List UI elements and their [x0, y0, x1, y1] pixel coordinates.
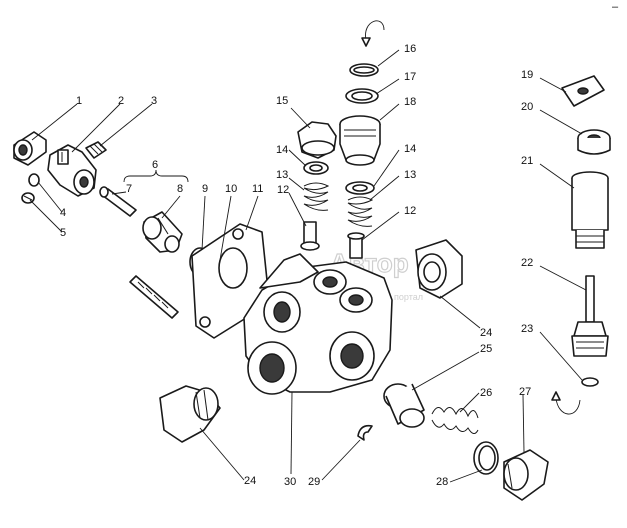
- rotation-arrow-bottom-icon: [551, 391, 581, 415]
- label-23: 23: [521, 323, 533, 335]
- callout-labels: 1 2 3 4 5 6 7 8 9 10 11 12 12 13 13 14 1…: [60, 43, 533, 488]
- label-17: 17: [404, 71, 416, 83]
- leader-lines: [29, 49, 587, 483]
- label-18: 18: [404, 96, 416, 108]
- label-7: 7: [126, 183, 132, 195]
- rotation-arrow-top-icon: [361, 20, 385, 47]
- label-26: 26: [480, 387, 492, 399]
- part-21-cover: [571, 171, 609, 249]
- label-5: 5: [60, 227, 66, 239]
- label-19: 19: [521, 69, 533, 81]
- part-14-washer-right: [345, 181, 375, 195]
- label-1: 1: [76, 95, 82, 107]
- part-14-washer-left: [303, 161, 329, 175]
- part-20-nut: [577, 129, 611, 155]
- label-22: 22: [521, 257, 533, 269]
- part-30-housing: [243, 253, 393, 395]
- part-29-circlip: [357, 424, 373, 441]
- part-22-stem: [573, 275, 607, 337]
- label-12-right: 12: [404, 205, 416, 217]
- label-16: 16: [404, 43, 416, 55]
- label-4: 4: [60, 207, 66, 219]
- label-3: 3: [151, 95, 157, 107]
- label-6: 6: [152, 159, 158, 171]
- part-16-snap-ring: [349, 63, 379, 77]
- part-13-spring-left: [303, 182, 330, 211]
- part-13-spring-right: [347, 196, 374, 227]
- part-12-valve-right: [347, 232, 365, 259]
- part-8-plunger: [142, 211, 183, 253]
- label-24-right: 24: [480, 327, 492, 339]
- label-29: 29: [308, 476, 320, 488]
- part-5-screw: [21, 192, 35, 204]
- label-14-left: 14: [276, 144, 288, 156]
- label-30: 30: [284, 476, 296, 488]
- label-13-right: 13: [404, 169, 416, 181]
- part-18-valve-seat: [339, 115, 381, 166]
- corner-mark: –: [612, 1, 619, 13]
- part-26-spring: [431, 407, 479, 434]
- part-24-plug-right: [415, 239, 463, 299]
- label-14-right: 14: [404, 143, 416, 155]
- part-2-lever: [47, 144, 97, 197]
- label-27: 27: [519, 386, 531, 398]
- part-19-gasket: [561, 75, 605, 107]
- part-28-seal-ring: [473, 441, 499, 475]
- part-27-plug: [503, 449, 549, 501]
- label-28: 28: [436, 476, 448, 488]
- part-23-filter: [571, 335, 609, 387]
- label-25: 25: [480, 343, 492, 355]
- part-25-valve-body: [383, 383, 425, 428]
- label-13-left: 13: [276, 169, 288, 181]
- label-15: 15: [276, 95, 288, 107]
- label-10: 10: [225, 183, 237, 195]
- label-24-left: 24: [244, 475, 256, 487]
- label-11: 11: [252, 183, 263, 195]
- part-15-valve-cap: [297, 121, 337, 159]
- part-7-rod: [99, 186, 137, 217]
- part-4-retaining-ring: [28, 173, 40, 187]
- label-2: 2: [118, 95, 124, 107]
- label-21: 21: [521, 155, 533, 167]
- part-24-plug-left: [159, 385, 221, 443]
- part-17-washer: [345, 88, 379, 104]
- part-12-valve-left: [300, 221, 320, 251]
- label-20: 20: [521, 101, 533, 113]
- stud-bolt: [129, 275, 179, 319]
- part-3-pin: [85, 141, 107, 159]
- label-12-left: 12: [277, 184, 289, 196]
- part-1-nut: [13, 131, 47, 166]
- label-9: 9: [202, 183, 208, 195]
- label-8: 8: [177, 183, 183, 195]
